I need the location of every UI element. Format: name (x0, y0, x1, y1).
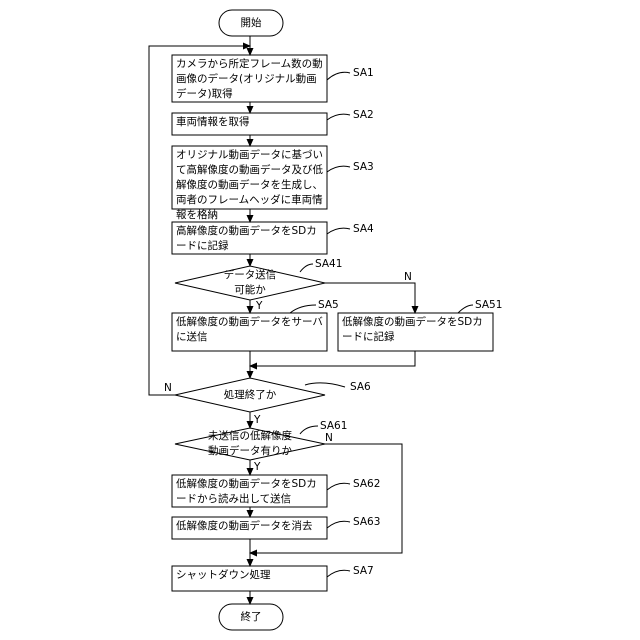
sa63-step-text: 低解像度の動画データを消去 (172, 517, 327, 539)
sa62-step-text: 低解像度の動画データをSDカードから読み出して送信 (172, 475, 327, 507)
leader-sa3 (327, 166, 350, 172)
step-label-sa6: SA6 (350, 381, 371, 393)
end-terminal: 終了 (219, 604, 283, 630)
step-label-sa4: SA4 (353, 223, 374, 235)
sa6-decision-text: 処理終了か (175, 378, 325, 412)
sa5-step-text: 低解像度の動画データをサーバに送信 (172, 313, 327, 351)
leader-sa2 (327, 114, 350, 120)
leader-sa5 (290, 305, 316, 313)
branch-label-sa41-yes: Y (256, 300, 262, 312)
step-label-sa62: SA62 (353, 478, 380, 490)
sa1-step-text: カメラから所定フレーム数の動画像のデータ(オリジナル動画データ)取得 (172, 55, 327, 102)
sa61-decision-text: 未送信の低解像度 動画データ有りか (175, 428, 325, 460)
leader-sa7 (327, 570, 350, 577)
branch-label-sa41-no: N (404, 271, 412, 283)
sa41-decision-text: データ送信 可能か (175, 266, 325, 300)
branch-label-sa61-no: N (325, 432, 333, 444)
step-label-sa61: SA61 (320, 420, 347, 432)
step-label-sa51: SA51 (475, 299, 502, 311)
branch-label-sa61-yes: Y (254, 461, 260, 473)
branch-label-sa6-yes: Y (254, 414, 260, 426)
sa3-step-text: オリジナル動画データに基づいて高解像度の動画データ及び低解像度の動画データを生成… (172, 146, 327, 209)
sa7-step-text: シャットダウン処理 (172, 566, 327, 591)
sa4-step-text: 高解像度の動画データをSDカードに記録 (172, 222, 327, 254)
step-label-sa3: SA3 (353, 161, 374, 173)
leader-sa62 (327, 483, 350, 490)
leader-sa51 (458, 305, 473, 313)
branch-label-sa6-no: N (164, 382, 172, 394)
leader-sa63 (327, 521, 350, 528)
sa2-step-text: 車両情報を取得 (172, 113, 327, 135)
step-label-sa7: SA7 (353, 565, 374, 577)
sa51-step-text: 低解像度の動画データをSDカードに記録 (338, 313, 493, 351)
arrow-sa51-merge (250, 351, 415, 366)
step-label-sa41: SA41 (315, 258, 342, 270)
step-label-sa1: SA1 (353, 67, 374, 79)
step-label-sa63: SA63 (353, 516, 380, 528)
start-terminal: 開始 (219, 10, 283, 36)
leader-sa1 (327, 72, 350, 80)
leader-sa4 (327, 228, 350, 234)
step-label-sa5: SA5 (318, 299, 339, 311)
step-label-sa2: SA2 (353, 109, 374, 121)
